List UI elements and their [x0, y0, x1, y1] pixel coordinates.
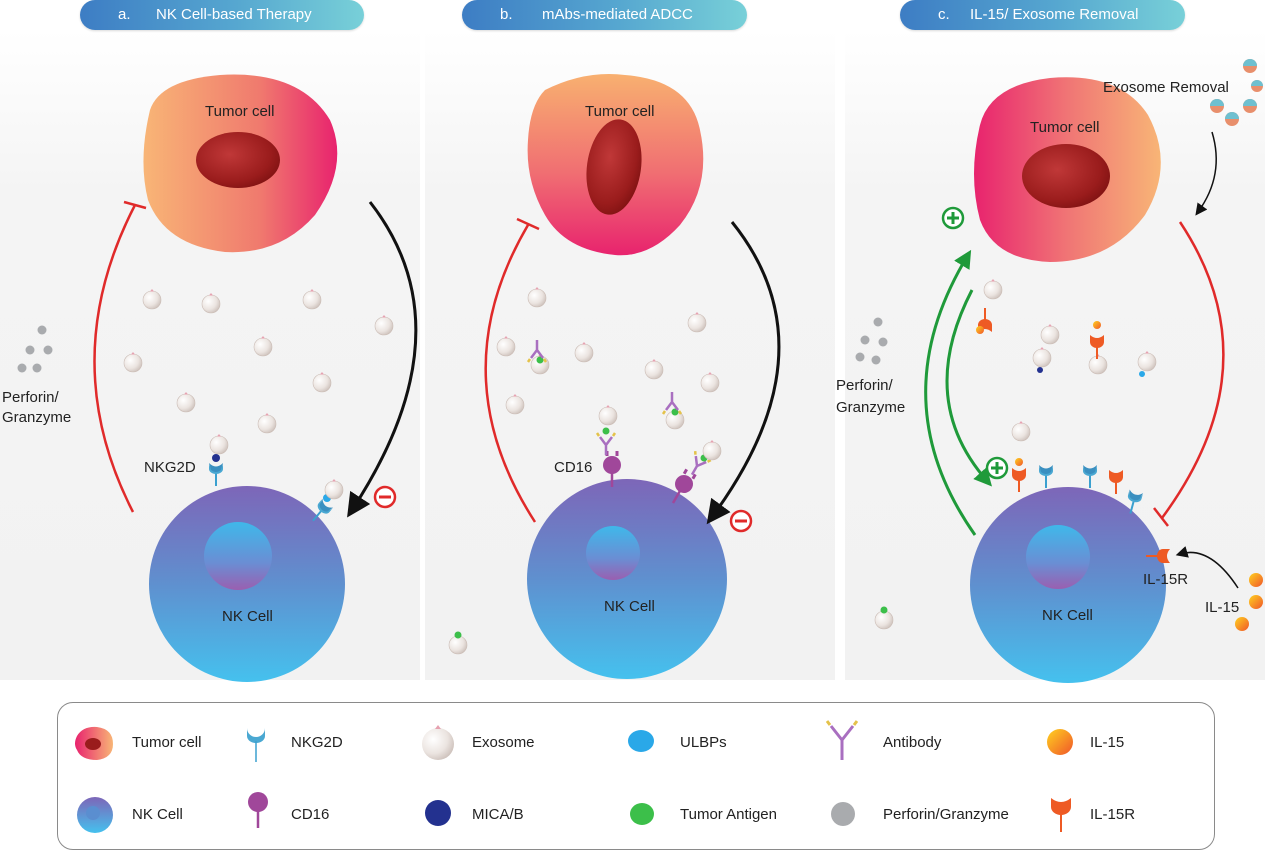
- panel-c-activation-arrow-2: [945, 289, 992, 487]
- panel-c-perforin-granules: [855, 317, 888, 365]
- panel-c-perforin-label-2: Granzyme: [836, 399, 905, 416]
- panel-c-tumor-nucleus: [1022, 144, 1110, 208]
- panel-b-tumor-label: Tumor cell: [585, 103, 654, 120]
- panel-a-inhibition-line: [93, 204, 137, 513]
- legend-label-exosome: Exosome: [472, 734, 535, 751]
- panel-b-antibody-exosome-2: [661, 390, 685, 430]
- panel-b-cd16-complex-1: [595, 404, 623, 489]
- panel-c-il15r-exosome-1: [976, 307, 993, 334]
- panel-c-title: IL-15/ Exosome Removal: [970, 6, 1139, 23]
- panel-c-il15r-exosome-2: [1089, 321, 1105, 360]
- panel-a-nkg2d-ulbp: [306, 478, 344, 527]
- panel-c-il15-label: IL-15: [1205, 599, 1239, 616]
- panel-c-exosome-removal-label: Exosome Removal: [1103, 79, 1229, 96]
- nk-cell-icon: [77, 797, 113, 833]
- panel-b-tumor-nucleus: [586, 119, 642, 215]
- il15r-icon: [1051, 798, 1071, 832]
- panel-c-plus-icon-2: [985, 456, 1009, 480]
- panel-b-nk-label: NK Cell: [604, 598, 655, 615]
- panel-b-letter: b.: [500, 6, 513, 23]
- legend-label-cd16: CD16: [291, 806, 330, 823]
- panel-a-perforin-granules: [17, 325, 53, 373]
- il15-icon: [1047, 729, 1073, 755]
- panel-b: Tumor cell NK Cell: [448, 74, 781, 679]
- panel-a-title: NK Cell-based Therapy: [156, 6, 312, 23]
- legend-label-tumor-cell: Tumor cell: [132, 734, 202, 751]
- panel-c: Tumor cell NK Cell Perforin/ Granzyme Ex…: [836, 59, 1263, 683]
- perforin-granzyme-icon: [831, 802, 855, 826]
- panel-c-removed-exosomes: [1210, 59, 1263, 126]
- panel-b-nk-nucleus: [586, 526, 640, 580]
- panel-c-letter: c.: [938, 6, 950, 23]
- legend-label-il15: IL-15: [1090, 734, 1125, 751]
- legend-label-nkg2d: NKG2D: [291, 734, 343, 751]
- legend-label-il15r: IL-15R: [1090, 806, 1136, 823]
- legend-label-nk-cell: NK Cell: [132, 806, 183, 823]
- diagram-canvas: Tumor cell NK Cell Perforin/ Granzyme NK…: [2, 59, 1263, 683]
- panel-c-il15r-label: IL-15R: [1143, 571, 1188, 588]
- legend-label-perforin-granzyme: Perforin/Granzyme: [883, 806, 1009, 823]
- panel-b-inhibition-line: [484, 224, 537, 523]
- panel-a: Tumor cell NK Cell Perforin/ Granzyme NK…: [2, 74, 418, 682]
- legend-label-mica-b: MICA/B: [472, 806, 524, 823]
- mica-b-icon: [425, 800, 451, 826]
- panel-c-activation-arrow-1: [924, 249, 977, 536]
- panel-b-suppression-arrow: [706, 221, 781, 525]
- panel-a-tumor-label: Tumor cell: [205, 103, 274, 120]
- panel-a-letter: a.: [118, 6, 131, 23]
- panel-a-perforin-label-1: Perforin/: [2, 389, 60, 406]
- panel-b-nk-cell: [527, 479, 727, 679]
- panel-b-cd16-label: CD16: [554, 459, 592, 476]
- panel-a-header: a. NK Cell-based Therapy: [80, 0, 364, 30]
- legend-label-ulbps: ULBPs: [680, 734, 727, 751]
- panel-a-nkg2d-mica: [208, 433, 229, 487]
- nkg2d-icon: [247, 728, 265, 762]
- panel-b-minus-icon: [729, 509, 753, 533]
- panel-b-cd16-complex-2: [663, 439, 722, 510]
- panel-a-suppression-arrow: [347, 201, 418, 518]
- panel-c-inhibition-line: [1160, 221, 1225, 519]
- cd16-icon: [248, 790, 268, 828]
- antibody-icon: [826, 720, 858, 760]
- legend: [57, 702, 1215, 850]
- panel-c-perforin-label-1: Perforin/: [836, 377, 894, 394]
- panel-a-exosomes: [123, 288, 394, 434]
- panel-a-nk-nucleus: [204, 522, 272, 590]
- panel-b-header: b. mAbs-mediated ADCC: [462, 0, 747, 30]
- panel-c-header: c. IL-15/ Exosome Removal: [900, 0, 1185, 30]
- panel-a-minus-icon: [373, 485, 397, 509]
- panel-c-plus-icon-1: [941, 206, 965, 230]
- panel-c-nk-label: NK Cell: [1042, 607, 1093, 624]
- panel-c-tumor-label: Tumor cell: [1030, 119, 1099, 136]
- panel-b-free-antigen: [454, 631, 462, 639]
- panel-c-il15-arrow: [1175, 546, 1239, 589]
- panel-c-nk-nucleus: [1026, 525, 1090, 589]
- tumor-antigen-icon: [630, 803, 654, 825]
- panel-b-title: mAbs-mediated ADCC: [542, 6, 693, 23]
- legend-label-tumor-antigen: Tumor Antigen: [680, 806, 777, 823]
- exosome-icon: [422, 725, 454, 760]
- panel-a-perforin-label-2: Granzyme: [2, 409, 71, 426]
- panel-c-surface-receptors: [1011, 458, 1171, 564]
- panel-c-removal-arrow: [1195, 131, 1217, 216]
- panel-b-antibody-exosome-1: [526, 338, 550, 375]
- panel-c-il15-particles: [1235, 573, 1263, 631]
- tumor-cell-icon: [75, 726, 113, 760]
- panel-a-nk-label: NK Cell: [222, 608, 273, 625]
- panel-a-tumor-nucleus: [196, 132, 280, 188]
- legend-label-antibody: Antibody: [883, 734, 942, 751]
- ulbps-icon: [628, 730, 654, 752]
- panel-a-nkg2d-label: NKG2D: [144, 459, 196, 476]
